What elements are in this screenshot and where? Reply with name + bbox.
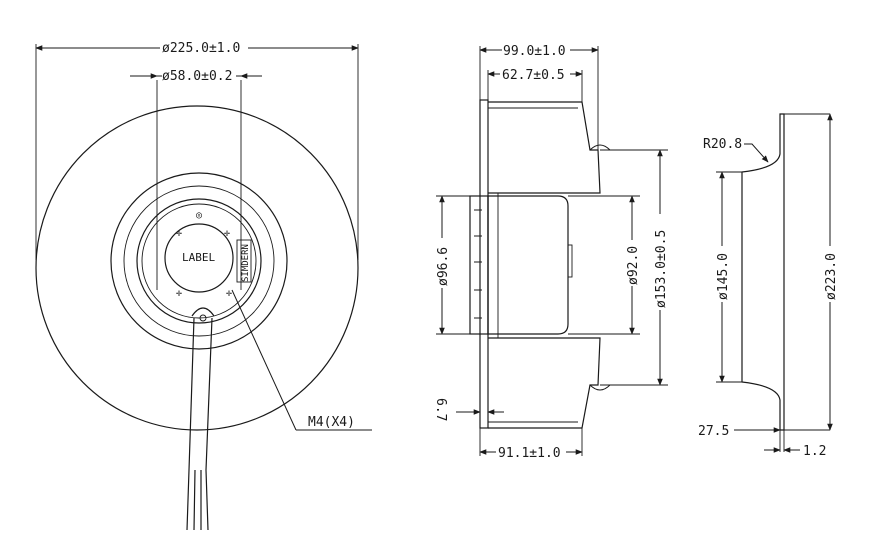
- motor-diameter-text: ø96.6: [436, 247, 451, 286]
- front-view: LABEL SIMDERN ◎ ✛ ✛ ✛ ✛ ø225.0±1.0: [35, 40, 372, 531]
- back-plate: [479, 99, 489, 429]
- inlet-view: R20.8 ø145.0 ø223.0 27.5 1.2: [698, 113, 839, 459]
- cable: [186, 307, 215, 531]
- hole-top: ◎: [196, 210, 202, 221]
- motor-body: [487, 195, 569, 335]
- base-height-text: 91.1±1.0: [498, 446, 561, 461]
- inlet-profile: [741, 113, 785, 431]
- hole-tl: ✛: [176, 228, 182, 239]
- blades-top: [488, 101, 601, 194]
- inlet-diameter-text: ø145.0: [716, 253, 731, 300]
- hole-bl: ✛: [176, 288, 182, 299]
- rotor-diameter-text: ø92.0: [626, 246, 641, 285]
- motor-flange: [469, 195, 489, 335]
- outer-wheel-circle: [35, 105, 359, 431]
- mounting-holes-text: M4(X4): [308, 415, 355, 430]
- mounting-hole-markers: ◎ ✛ ✛ ✛ ✛: [176, 210, 232, 299]
- inner-ring-4: [141, 203, 257, 319]
- hub-diameter-text: ø58.0±0.2: [162, 69, 232, 84]
- side-label-box: [236, 239, 252, 283]
- outer-diameter-text: ø225.0±1.0: [162, 41, 240, 56]
- inner-ring-3: [136, 198, 262, 324]
- blades-bottom: [488, 337, 601, 429]
- lip-text: 1.2: [803, 444, 826, 459]
- side-view: 99.0±1.0 62.7±0.5 ø96.6 ø92.0 ø153.0±0.5…: [433, 43, 669, 461]
- radius-text: R20.8: [703, 137, 742, 152]
- depth-text: 27.5: [698, 424, 729, 439]
- wheel-diameter-text: ø153.0±0.5: [654, 230, 669, 308]
- inner-ring-1: [110, 172, 288, 350]
- outer-diameter-inlet-text: ø223.0: [824, 253, 839, 300]
- total-height-text: 99.0±1.0: [503, 44, 566, 59]
- hub-circle: [164, 223, 234, 293]
- label-text: LABEL: [182, 251, 215, 264]
- inner-ring-2: [123, 185, 275, 337]
- m4-leader: [231, 289, 297, 431]
- hub-height-text: 62.7±0.5: [502, 68, 565, 83]
- flange-thickness-text: 6.7: [433, 398, 448, 421]
- hole-br: ✛: [226, 288, 232, 299]
- side-label-text: SIMDERN: [241, 244, 251, 282]
- hole-tr: ✛: [224, 228, 230, 239]
